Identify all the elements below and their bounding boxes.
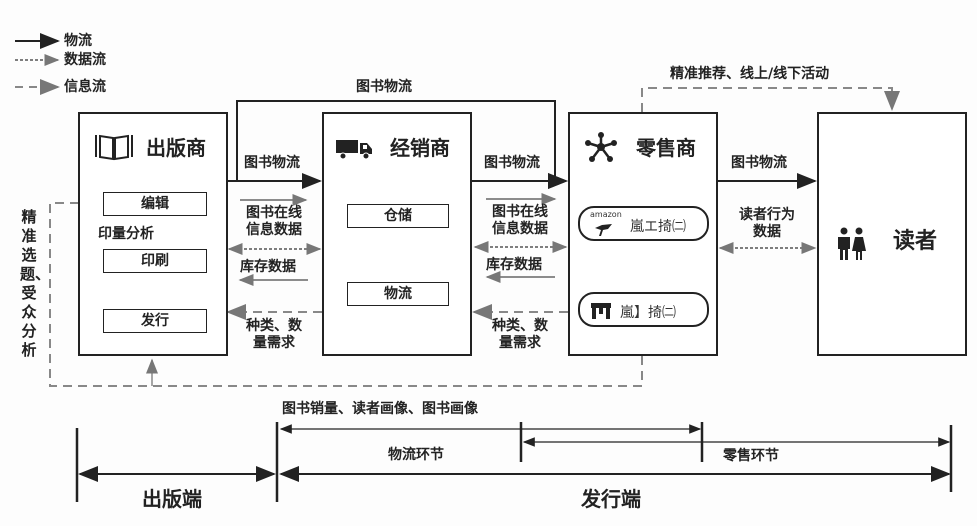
feedback-left-label: 精准选题、受众分析 [20,208,51,359]
amazon-logo-icon: amazon [590,210,622,219]
recommend-label: 精准推荐、线上/线下活动 [670,66,830,82]
publishing-end-label: 出版端 [142,487,202,511]
online-channel-label: 嵐エ掎㈡ [630,219,686,235]
sub-edit[interactable]: 编辑 [103,192,207,216]
ret-reader-logistics-label: 图书物流 [731,155,787,171]
offline-channel-pill[interactable]: 嵐】掎㈡ [578,292,709,327]
dist-ret-inventory-label: 库存数据 [486,257,542,273]
book-icon [95,134,133,161]
storefront-icon [591,303,611,319]
truck-icon [336,140,372,160]
publisher-title: 出版商 [146,136,206,160]
reader-title: 读者 [893,229,938,254]
print-analysis-label: 印量分析 [98,226,154,242]
ret-reader-behavior-label: 读者行为数据 [739,207,795,240]
retail-link-label: 零售环节 [723,448,779,464]
dist-ret-online-label: 图书在线信息数据 [492,204,548,237]
pub-dist-logistics-label: 图书物流 [244,155,300,171]
sub-print[interactable]: 印刷 [103,249,207,273]
sub-issue[interactable]: 发行 [103,309,207,333]
pub-dist-inventory-label: 库存数据 [240,259,296,275]
distributor-box[interactable]: 经销商 仓储 物流 [322,112,472,356]
legend-logistics-label: 物流 [64,33,92,49]
distribution-end-label: 发行端 [581,487,641,511]
legend-dataflow-label: 数据流 [64,52,106,68]
logistics-link-label: 物流环节 [388,447,444,463]
sub-warehouse[interactable]: 仓储 [347,204,449,228]
people-icon [838,227,866,260]
retailer-box[interactable]: 零售商 amazon 嵐エ掎㈡ 嵐】掎㈡ [568,112,718,356]
pub-dist-demand-label: 种类、数量需求 [246,318,302,351]
publisher-box[interactable]: 出版商 编辑 印量分析 印刷 发行 [78,112,228,356]
network-hub-icon [585,132,617,162]
recommend-dashed-arrow [641,87,900,112]
feedback-loop-dashed [49,195,643,387]
dist-ret-logistics-label: 图书物流 [484,155,540,171]
pub-dist-online-label: 图书在线信息数据 [246,205,302,238]
feedback-bottom-label: 图书销量、读者画像、图书画像 [282,401,478,417]
dist-ret-demand-label: 种类、数量需求 [492,318,548,351]
online-channel-pill[interactable]: amazon 嵐エ掎㈡ [578,206,709,241]
sub-logistics[interactable]: 物流 [347,282,449,306]
top-bypass-label: 图书物流 [356,79,412,95]
distributor-title: 经销商 [390,136,450,160]
retailer-title: 零售商 [636,136,696,160]
bird-icon [595,224,612,236]
legend-infoflow-label: 信息流 [64,79,106,95]
offline-channel-label: 嵐】掎㈡ [620,305,676,321]
reader-box[interactable]: 读者 [817,112,967,356]
